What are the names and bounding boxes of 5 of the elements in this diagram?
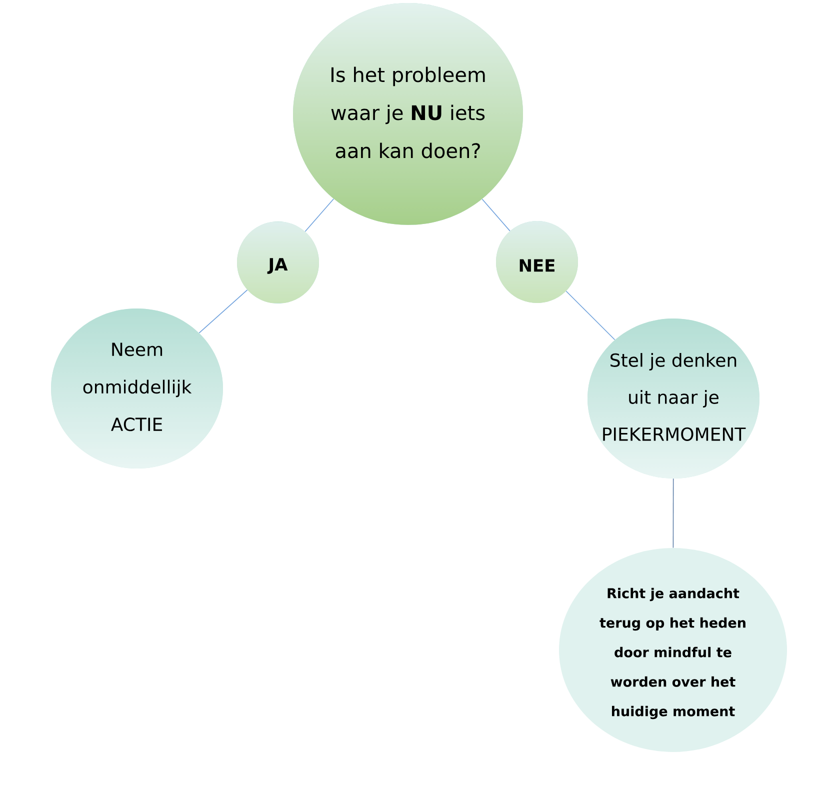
connector-line [304, 198, 334, 232]
connector-line [672, 478, 674, 548]
connector-line [482, 198, 510, 232]
connector-line [198, 290, 248, 334]
connector-line [566, 290, 616, 340]
